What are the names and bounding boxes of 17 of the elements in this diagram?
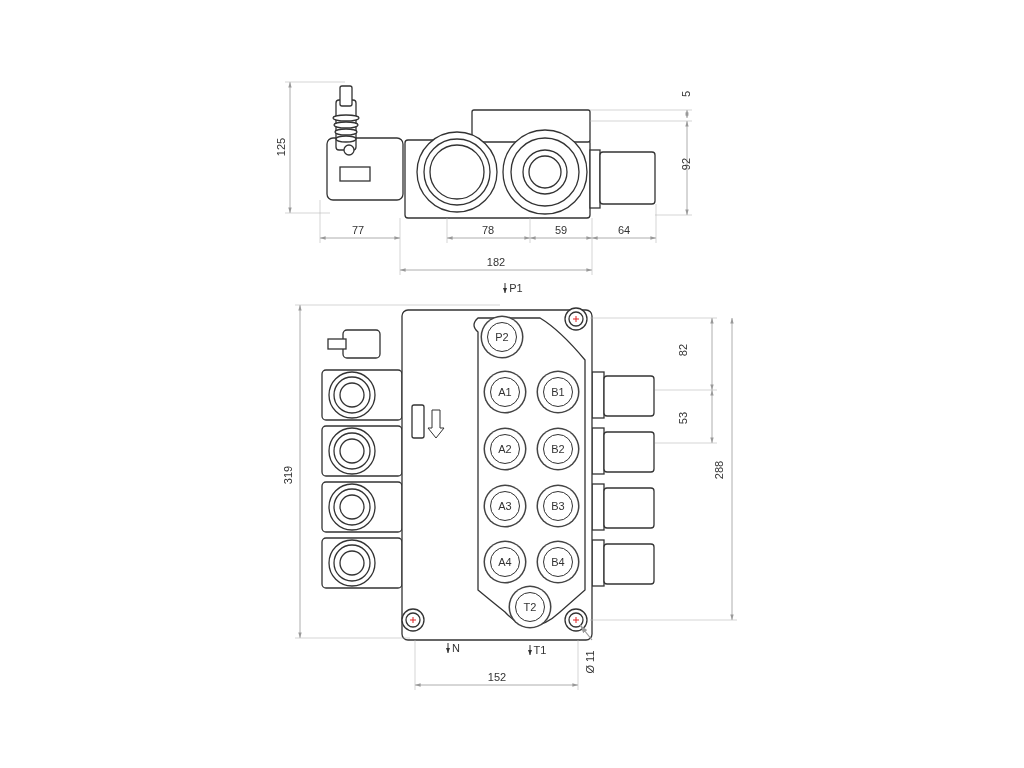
dimension-value: 125 bbox=[275, 137, 287, 157]
dimension-value: 64 bbox=[617, 224, 631, 236]
dimension-value: 182 bbox=[486, 256, 506, 268]
dimension-value: Ø 11 bbox=[584, 650, 596, 674]
dimension-value: 152 bbox=[487, 671, 507, 683]
dimension-value: 77 bbox=[351, 224, 365, 236]
dimension-value: 5 bbox=[680, 90, 692, 98]
port-name: T1 bbox=[533, 644, 547, 656]
dimension-value: 319 bbox=[282, 465, 294, 485]
port-name: N bbox=[452, 642, 460, 654]
dimension-value: 59 bbox=[554, 224, 568, 236]
dimension-value: 82 bbox=[677, 343, 689, 357]
dimension-value: 288 bbox=[713, 460, 725, 480]
dimension-value: 78 bbox=[481, 224, 495, 236]
dimension-value: 92 bbox=[680, 157, 692, 171]
dimension-value: 53 bbox=[677, 411, 689, 425]
port-name: P1 bbox=[509, 282, 523, 294]
